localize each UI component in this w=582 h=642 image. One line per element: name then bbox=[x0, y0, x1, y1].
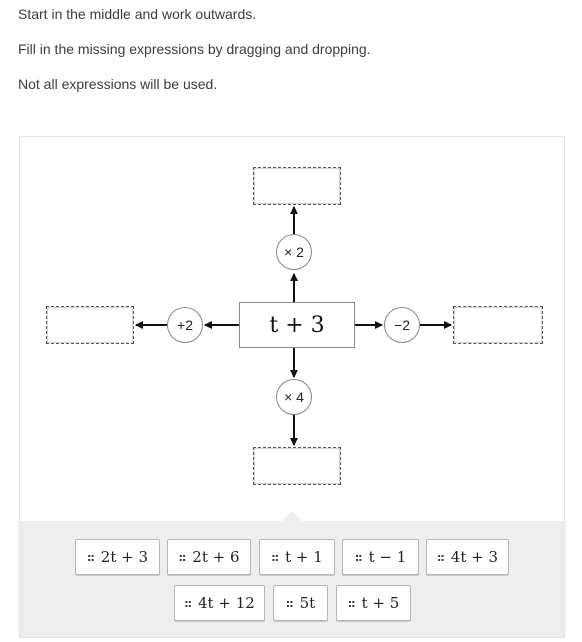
expression-chip[interactable]: :: t + 1 bbox=[259, 539, 335, 575]
expression-chip[interactable]: :: 2t + 3 bbox=[75, 539, 160, 575]
drag-handle-icon: :: bbox=[436, 550, 445, 564]
drag-handle-icon: :: bbox=[354, 550, 363, 564]
instruction-1: Start in the middle and work outwards. bbox=[18, 6, 257, 22]
operation-plus-2: +2 bbox=[167, 307, 203, 343]
drag-handle-icon: :: bbox=[86, 550, 95, 564]
drop-zone-bottom[interactable] bbox=[253, 447, 341, 485]
arrows-layer bbox=[135, 206, 452, 446]
expression-chip[interactable]: :: t − 1 bbox=[342, 539, 419, 575]
expression-chip[interactable]: :: 4t + 12 bbox=[174, 585, 265, 621]
activity-card: t + 3 × 2 × 4 +2 −2 :: 2t + 3 :: 2t + 6 … bbox=[19, 136, 565, 638]
chip-label: 2t + 3 bbox=[100, 548, 149, 566]
function-diagram: t + 3 × 2 × 4 +2 −2 bbox=[20, 137, 566, 521]
drag-handle-icon: :: bbox=[178, 550, 186, 564]
chip-label: 4t + 3 bbox=[450, 548, 499, 566]
chip-label: 4t + 12 bbox=[198, 594, 255, 612]
chip-label: t + 5 bbox=[361, 594, 400, 612]
chip-label: t − 1 bbox=[368, 548, 407, 566]
drop-zone-left[interactable] bbox=[46, 306, 134, 344]
drag-handle-icon: :: bbox=[271, 550, 279, 564]
chip-label: t + 1 bbox=[285, 548, 323, 566]
drop-zone-top[interactable] bbox=[253, 167, 341, 205]
chip-label: 5t bbox=[299, 594, 316, 612]
tray-notch bbox=[282, 511, 302, 521]
expression-chip[interactable]: :: 4t + 3 bbox=[426, 539, 509, 575]
expression-tray: :: 2t + 3 :: 2t + 6 :: t + 1 :: t − 1 ::… bbox=[20, 521, 564, 637]
instruction-3: Not all expressions will be used. bbox=[18, 76, 218, 92]
center-expression: t + 3 bbox=[239, 302, 355, 348]
drag-handle-icon: :: bbox=[285, 596, 294, 610]
operation-minus-2: −2 bbox=[384, 307, 420, 343]
operation-times-2: × 2 bbox=[276, 234, 312, 270]
expression-chip[interactable]: :: 5t bbox=[273, 585, 328, 621]
drop-zone-right[interactable] bbox=[453, 306, 543, 344]
expression-chip[interactable]: :: 2t + 6 bbox=[167, 539, 251, 575]
operation-times-4: × 4 bbox=[276, 379, 312, 415]
drag-handle-icon: :: bbox=[347, 596, 356, 610]
chip-label: 2t + 6 bbox=[192, 548, 240, 566]
expression-chip[interactable]: :: t + 5 bbox=[336, 585, 411, 621]
instruction-2: Fill in the missing expressions by dragg… bbox=[18, 41, 371, 57]
drag-handle-icon: :: bbox=[184, 596, 192, 610]
